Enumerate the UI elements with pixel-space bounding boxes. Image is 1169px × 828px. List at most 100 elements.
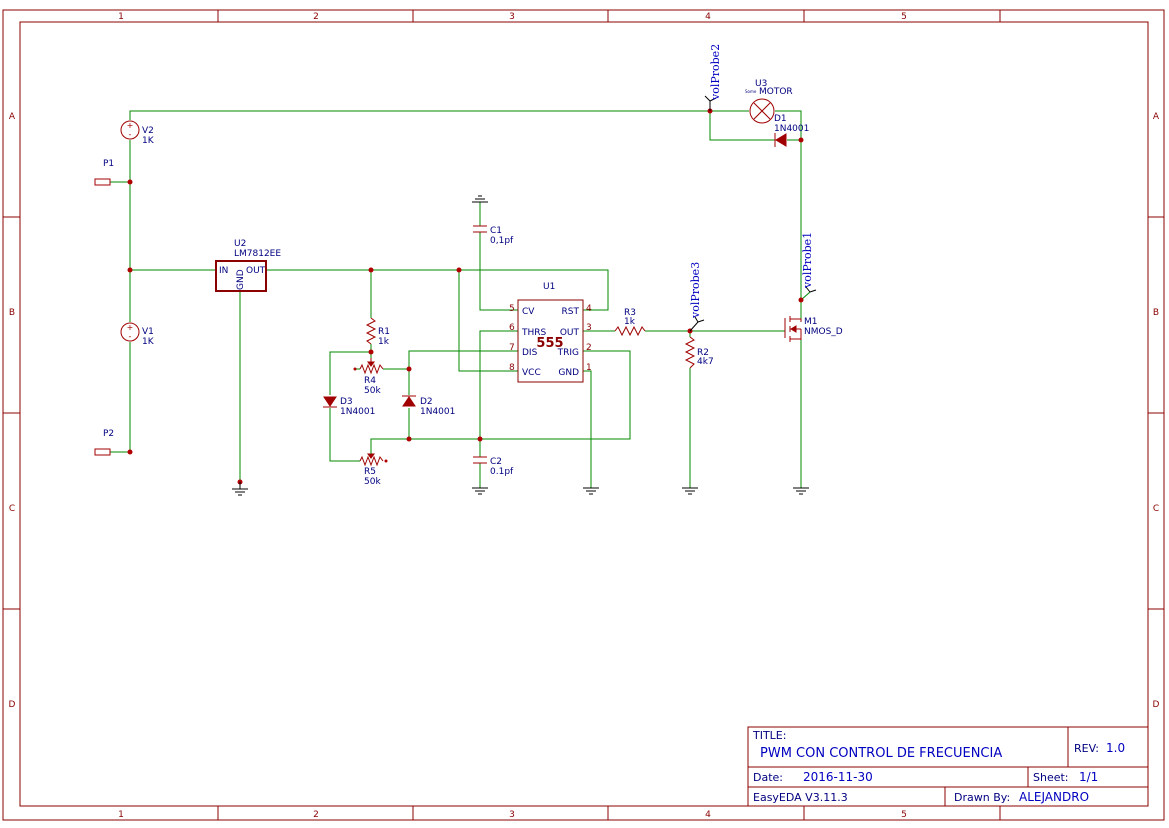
u1-pinnum-3: 3 [586,323,592,333]
d3-ref: D3 [340,397,353,407]
r5-value: 50k [364,477,381,487]
voltage-probe-2[interactable]: volProbe2 [704,44,722,111]
r4-ref: R4 [364,376,376,386]
diode-d2[interactable]: D2 1N4001 [402,395,455,417]
u1-pin-trig: TRIG [557,348,579,358]
potentiometer-r5[interactable]: R5 50k [359,453,388,487]
c1-value: 0,1pf [490,236,514,246]
c2-ref: C2 [490,457,502,467]
ground-icon [232,482,248,496]
zone-row-right-a: A [1153,112,1160,122]
ground-icon [682,487,698,495]
u2-ref: U2 [234,239,246,249]
zone-col-top-4: 4 [705,12,711,22]
c1-ref: C1 [490,226,502,236]
sheet-frame [2,9,1165,821]
u1-pinnum-8: 8 [509,363,515,373]
r2-value: 4k7 [697,357,714,367]
u1-pinnum-6: 6 [509,323,515,333]
diode-d1[interactable]: D1 1N4001 [774,114,809,147]
p1-ref: P1 [103,159,114,169]
u3-value: MOTOR [759,87,793,97]
svg-text:-: - [129,130,132,139]
resistor-r3[interactable]: R3 1k [614,308,646,337]
voltage-probe-1[interactable]: volProbe1 [801,232,817,293]
d2-ref: D2 [420,397,433,407]
rev-value: 1.0 [1106,741,1125,755]
zone-col-bottom-5: 5 [901,810,907,820]
motor-u3[interactable]: U3 MOTOR Some [745,79,793,124]
svg-text:+: + [127,121,134,130]
junction [127,267,133,273]
r5-ref: R5 [364,467,376,477]
u1-pin-gnd: GND [558,368,579,378]
r2-ref: R2 [697,348,709,358]
u2-pin-gnd: GND [236,269,246,290]
d1-value: 1N4001 [774,124,809,134]
u1-pinnum-5: 5 [509,304,515,314]
m1-value: NMOS_D [804,327,843,337]
u1-pinnum-7: 7 [509,343,515,353]
zone-col-bottom-2: 2 [313,810,319,820]
resistor-r1[interactable]: R1 1k [365,317,390,347]
u1-pin-thrs: THRS [521,328,547,338]
potentiometer-r4[interactable]: R4 50k [353,358,384,396]
v2-value: 1K [142,136,155,146]
zone-row-left-d: D [9,700,16,710]
connector-p2[interactable]: P2 [94,429,114,456]
r1-value: 1k [378,337,390,347]
capacitor-c2[interactable]: C2 0.1pf [473,456,514,477]
sheet-value: 1/1 [1079,770,1098,784]
junction [127,449,133,455]
zone-labels: 1 2 3 4 5 1 2 3 4 5 A B C D A B C D [9,12,1160,820]
d2-value: 1N4001 [420,407,455,417]
u3-ref: U3 [755,79,767,89]
r4-value: 50k [364,386,381,396]
r1-ref: R1 [378,327,390,337]
v1-ref: V1 [142,327,154,337]
ground-icon [583,487,599,495]
junction [368,267,374,273]
title-value: PWM CON CONTROL DE FRECUENCIA [760,746,1002,761]
zone-row-right-c: C [1153,504,1159,514]
u1-pin-rst: RST [562,307,580,317]
u1-pin-cv: CV [522,307,535,317]
zone-col-bottom-4: 4 [705,810,711,820]
v1-value: 1K [142,337,155,347]
battery-v2[interactable]: + - V2 1K [120,120,155,146]
zone-row-right-b: B [1153,308,1159,318]
capacitor-c1[interactable]: C1 0,1pf [473,225,514,246]
junction [477,436,483,442]
junction [798,137,804,143]
regulator-u2[interactable]: IN OUT GND U2 LM7812EE [215,239,281,292]
junction [368,349,374,355]
u1-ref: U1 [543,282,555,292]
zone-row-left-c: C [9,504,15,514]
u2-pin-out: OUT [246,266,266,276]
p2-ref: P2 [103,429,114,439]
zone-col-bottom-3: 3 [509,810,515,820]
ground-icon [472,195,488,203]
zone-col-top-3: 3 [509,12,515,22]
software-label: EasyEDA V3.11.3 [753,791,848,804]
diode-d3[interactable]: D3 1N4001 [323,396,375,417]
u1-pinnum-2: 2 [586,343,592,353]
resistor-r2[interactable]: R2 4k7 [684,336,714,369]
u1-pin-out: OUT [560,328,580,338]
probe2-label: volProbe2 [709,44,722,101]
drawn-by-value: ALEJANDRO [1019,790,1089,804]
connector-p1[interactable]: P1 [94,159,114,186]
zone-col-top-2: 2 [313,12,319,22]
battery-v1[interactable]: + - V1 1K [120,322,155,347]
date-value: 2016-11-30 [803,770,873,784]
mosfet-m1[interactable]: M1 NMOS_D [784,316,843,342]
rev-label: REV: [1074,742,1099,755]
timer-u1[interactable]: U1 555 CV THRS DIS VCC RST OUT TRIG GND … [509,282,592,383]
r3-value: 1k [624,317,636,327]
u3-small-text: Some [745,89,757,94]
junction [406,366,412,372]
u1-pin-dis: DIS [522,348,538,358]
voltage-probe-3[interactable]: volProbe3 [689,262,705,332]
title-label: TITLE: [752,729,786,742]
